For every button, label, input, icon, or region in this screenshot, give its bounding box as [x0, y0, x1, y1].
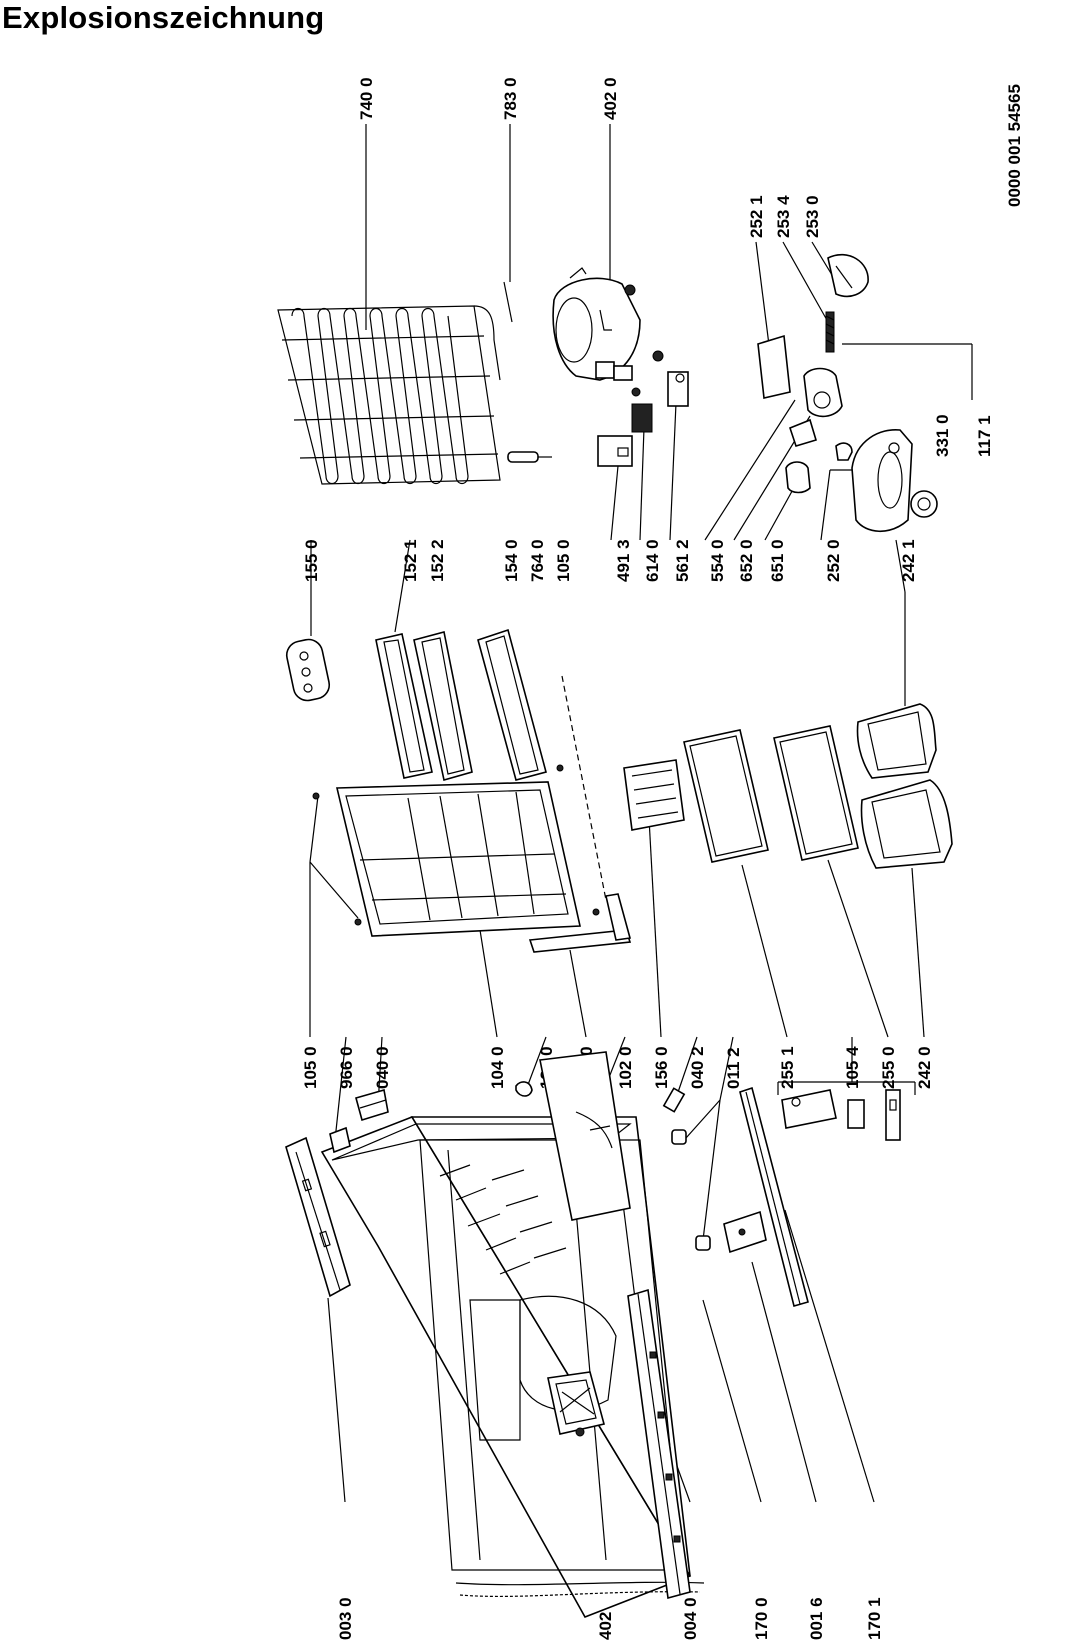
door-shelves — [375, 628, 547, 782]
label-170-0: 170 0 — [752, 1597, 771, 1640]
label-253-0: 253 0 — [803, 195, 822, 238]
glass-shelves — [683, 725, 859, 863]
label-331-0: 331 0 — [933, 414, 952, 457]
parts — [277, 253, 953, 1618]
label-652-0: 652 0 — [737, 539, 756, 582]
capillary-tube — [503, 281, 513, 323]
label-255-1: 255 1 — [778, 1046, 797, 1089]
label-402-0: 402 0 — [601, 77, 620, 120]
label-152-1: 152 1 — [401, 539, 420, 582]
door-gasket-strip — [528, 893, 632, 953]
label-040-0: 040 0 — [373, 1046, 392, 1089]
label-764-0: 764 0 — [528, 539, 547, 582]
freezer-door-flap — [539, 1051, 631, 1221]
compressor-relay — [597, 371, 689, 467]
label-783-0: 783 0 — [501, 77, 520, 120]
top-cover-plate — [285, 1136, 351, 1298]
label-170-1: 170 1 — [865, 1597, 884, 1640]
crisper-drawers — [856, 703, 953, 869]
label-966-0: 966 0 — [337, 1046, 356, 1089]
dryer-filter — [507, 451, 552, 463]
label-252-0: 252 0 — [824, 539, 843, 582]
label-242-1: 242 1 — [899, 539, 918, 582]
thermostat-knob-parts — [757, 253, 869, 399]
label-001-6: 001 6 — [807, 1597, 826, 1640]
label-105-0-b: 105 0 — [554, 539, 573, 582]
label-040-2: 040 2 — [688, 1046, 707, 1089]
label-104-0: 104 0 — [488, 1046, 507, 1089]
compressor — [552, 267, 664, 397]
hinge-hardware-set — [781, 1089, 901, 1141]
label-152-2: 152 2 — [428, 539, 447, 582]
label-740-0: 740 0 — [357, 77, 376, 120]
label-561-2: 561 2 — [673, 539, 692, 582]
label-105-0: 105 0 — [301, 1046, 320, 1089]
small-hardware — [515, 1081, 711, 1251]
label-003-0: 003 0 — [336, 1597, 355, 1640]
label-156-0: 156 0 — [652, 1046, 671, 1089]
label-651-0: 651 0 — [768, 539, 787, 582]
door-panel — [312, 764, 600, 937]
label-004-0: 004 0 — [681, 1597, 700, 1640]
label-554-0: 554 0 — [708, 539, 727, 582]
egg-holder — [285, 638, 331, 702]
label-614-0: 614 0 — [643, 539, 662, 582]
page-title: Explosionszeichnung — [2, 0, 325, 35]
label-102-0: 102 0 — [616, 1046, 635, 1089]
base-rail — [627, 1288, 691, 1600]
label-242-0: 242 0 — [915, 1046, 934, 1089]
label-255-0: 255 0 — [879, 1046, 898, 1089]
label-491-3: 491 3 — [614, 539, 633, 582]
thermostat-light-assembly — [785, 367, 938, 532]
top-hinge-parts — [329, 1088, 389, 1154]
label-117-1: 117 1 — [975, 415, 994, 457]
egg-tray — [623, 759, 685, 831]
hinge-bracket — [723, 1086, 809, 1307]
condenser-coil — [277, 305, 501, 485]
bottom-grille — [547, 1371, 605, 1437]
label-154-0: 154 0 — [502, 539, 521, 582]
document-number: 0000 001 54565 — [1005, 84, 1024, 207]
label-253-4: 253 4 — [774, 195, 793, 238]
label-252-1: 252 1 — [747, 195, 766, 238]
